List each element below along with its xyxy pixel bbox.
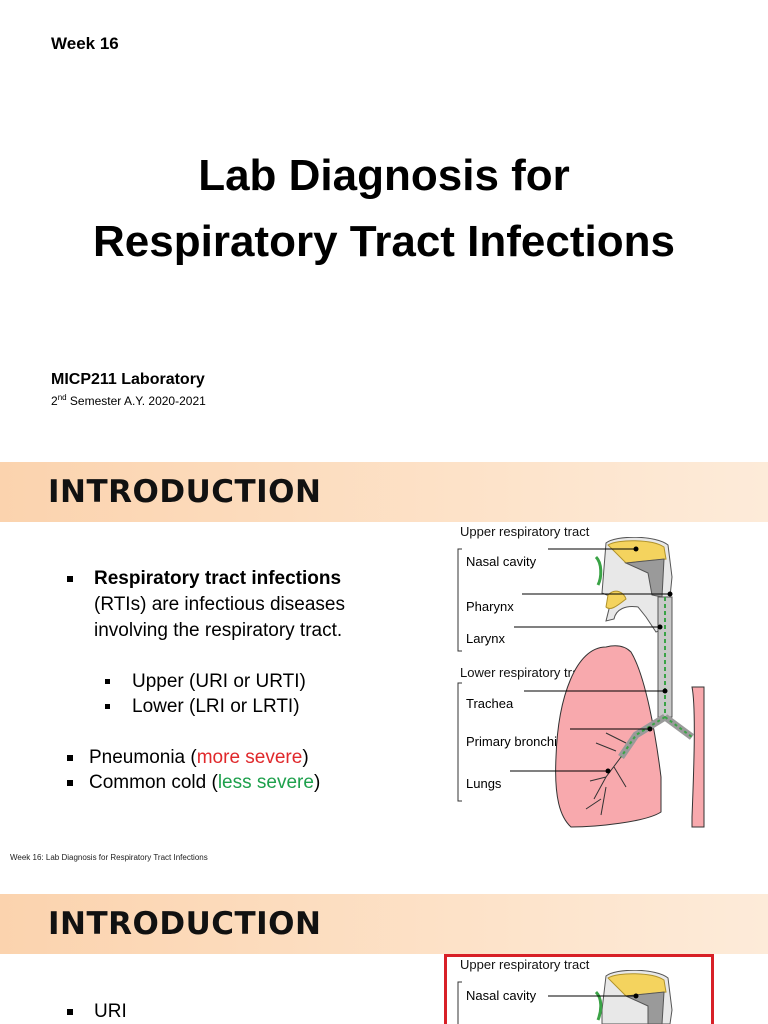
sub-bullet-marker — [105, 704, 110, 709]
introduction-slide: INTRODUCTION Respiratory tract infection… — [0, 462, 768, 876]
title-line-2: Respiratory Tract Infections — [93, 217, 675, 266]
pneumonia-text: Pneumonia ( — [89, 747, 197, 768]
pneumonia-close: ) — [302, 747, 309, 768]
right-bronchus — [662, 714, 695, 740]
nasal-cavity-shape — [624, 558, 665, 598]
sub-bullet-lower: Lower (LRI or LRTI) — [132, 696, 300, 717]
label-primary-bronchi: Primary bronchi — [466, 734, 558, 749]
nasal-mucosa — [594, 555, 603, 586]
common-cold-close: ) — [313, 772, 321, 793]
leader-dot — [657, 624, 663, 630]
leader-dot — [667, 591, 673, 597]
label-nasal-cavity: Nasal cavity — [466, 554, 537, 569]
less-severe-text: less severe — [217, 772, 314, 793]
bullet-marker — [67, 1009, 73, 1015]
bronchial-tree — [585, 732, 627, 816]
bullet-rti-term: Respiratory tract infections — [94, 568, 342, 589]
lower-tract-heading: Lower respiratory tract — [460, 665, 590, 680]
bullet-rti-line3: involving the respiratory tract. — [94, 620, 343, 641]
slide-header: INTRODUCTION — [48, 474, 322, 510]
left-lung-shape — [555, 645, 662, 828]
introduction-slide-2: INTRODUCTION URI Upper respiratory tract… — [0, 894, 768, 1024]
leader-dot — [633, 993, 639, 999]
bullet-marker — [67, 755, 73, 761]
bullet-rti-line2: (RTIs) are infectious diseases — [94, 594, 345, 615]
label-larynx: Larynx — [466, 631, 506, 646]
label-trachea: Trachea — [466, 696, 514, 711]
header-bar — [0, 894, 768, 954]
title-line-1: Lab Diagnosis for — [198, 151, 570, 200]
course-name: MICP211 Laboratory — [51, 371, 205, 388]
label-nasal-cavity: Nasal cavity — [466, 988, 537, 1003]
upper-bracket — [457, 981, 462, 1024]
semester-ordinal-suffix: nd — [57, 393, 67, 402]
bullet-marker — [67, 576, 73, 582]
bullet-pneumonia: Pneumonia (more severe) — [89, 745, 309, 771]
bullet-common-cold: Common cold (less severe) — [89, 770, 320, 796]
leader-dot — [662, 688, 668, 694]
lower-bracket — [457, 682, 462, 802]
respiratory-tract-diagram-partial — [457, 970, 673, 1024]
palate-bone — [605, 590, 627, 610]
slide-footer: Week 16: Lab Diagnosis for Respiratory T… — [10, 853, 208, 862]
label-pharynx: Pharynx — [466, 599, 514, 614]
right-lung-shape — [691, 686, 705, 828]
left-bronchus — [618, 714, 667, 759]
upper-tract-heading: Upper respiratory tract — [460, 524, 590, 539]
leader-dot — [647, 726, 653, 732]
semester-label: 2nd Semester A.Y. 2020-2021 — [51, 393, 206, 408]
label-lungs: Lungs — [466, 776, 502, 791]
header-bar — [0, 462, 768, 522]
title-slide: Week 16 Lab Diagnosis for Respiratory Tr… — [0, 0, 768, 432]
leader-dot — [605, 768, 611, 774]
upper-bracket — [457, 548, 462, 652]
semester-text: Semester A.Y. 2020-2021 — [66, 394, 206, 408]
skull-bone — [607, 540, 667, 564]
week-label: Week 16 — [51, 34, 119, 53]
upper-tract-heading: Upper respiratory tract — [460, 957, 590, 972]
sub-bullet-upper: Upper (URI or URTI) — [132, 671, 306, 692]
slide-header: INTRODUCTION — [48, 906, 322, 942]
highlight-box — [444, 954, 714, 1024]
common-cold-text: Common cold ( — [89, 772, 218, 793]
respiratory-tract-diagram — [457, 537, 705, 828]
skull-bone — [607, 973, 667, 997]
leader-dot — [633, 546, 639, 552]
semester-number: 2 — [51, 394, 58, 408]
bullet-uri: URI — [94, 1001, 127, 1022]
sub-bullet-marker — [105, 679, 110, 684]
nasal-mucosa — [594, 990, 603, 1021]
more-severe-text: more severe — [196, 747, 303, 768]
bullet-marker — [67, 780, 73, 786]
nasal-cavity-shape — [624, 991, 665, 1024]
